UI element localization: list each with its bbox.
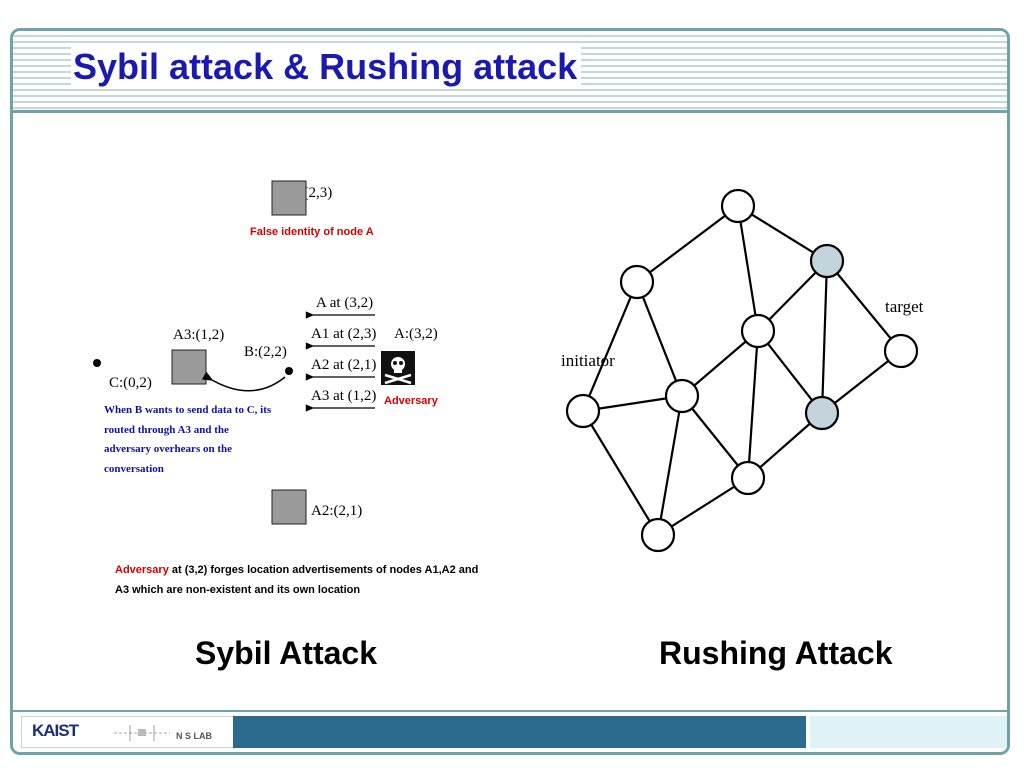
advert-4-label: A3 at (1,2) [311, 388, 376, 404]
route-note-line: When B wants to send data to C, its [104, 404, 272, 416]
lab-logo: N S LAB [114, 725, 213, 741]
footer-logos: KAIST N S LAB [21, 716, 235, 748]
slide-frame: Sybil attack & Rushing attack A1:(2,3) F… [10, 28, 1010, 755]
graph-node-initiator [565, 393, 601, 429]
graph-edge [582, 410, 659, 536]
node-c-label: C:(0,2) [109, 375, 152, 391]
target-label: target [885, 297, 924, 316]
forgery-note-highlight: Adversary [115, 564, 170, 576]
adversary-label: Adversary [384, 395, 439, 407]
graph-edge [656, 395, 684, 536]
route-note: When B wants to send data to C, its rout… [104, 404, 272, 475]
node-c [93, 359, 101, 367]
graph-node [730, 460, 766, 496]
graph-edge [826, 260, 902, 352]
route-note-line: routed through A3 and the [104, 424, 229, 436]
graph-edge [635, 281, 684, 397]
rushing-diagram [565, 188, 919, 553]
graph-node-target [883, 333, 919, 369]
lab-logo-text: N S LAB [176, 731, 213, 741]
graph-edge [636, 205, 739, 283]
caption-rushing: Rushing Attack [659, 635, 893, 671]
graph-node-attacker [804, 395, 840, 431]
node-a2 [271, 489, 307, 525]
graph-edge [820, 260, 829, 414]
footer: KAIST N S LAB [13, 710, 1007, 752]
forgery-note-line2: A3 which are non-existent and its own lo… [115, 584, 360, 596]
slide-title: Sybil attack & Rushing attack [71, 47, 582, 87]
initiator-label: initiator [561, 351, 615, 370]
graph-node [664, 378, 700, 414]
advert-2-label: A1 at (2,3) [311, 326, 376, 342]
advert-3-label: A2 at (2,1) [311, 357, 376, 373]
title-band: Sybil attack & Rushing attack [13, 31, 1007, 113]
node-a3 [171, 349, 207, 385]
graph-node [640, 517, 676, 553]
node-a1 [271, 180, 307, 216]
footer-light-panel [810, 716, 1007, 748]
route-note-line: conversation [104, 463, 164, 475]
graph-edge [681, 395, 749, 479]
advert-1-label: A at (3,2) [316, 295, 373, 311]
caption-sybil: Sybil Attack [195, 635, 377, 671]
forgery-note-line1: Adversary at (3,2) forges location adver… [115, 564, 478, 576]
graph-edge [757, 330, 823, 414]
footer-bar [233, 716, 806, 748]
false-identity-label: False identity of node A [250, 226, 374, 238]
graph-edge [581, 281, 639, 412]
slide-content: A1:(2,3) False identity of node A A3:(1,… [13, 113, 1007, 719]
graph-node-attacker [809, 243, 845, 279]
node-a-label: A:(3,2) [394, 326, 438, 342]
node-b-label: B:(2,2) [244, 344, 287, 360]
route-note-line: adversary overhears on the [104, 443, 232, 455]
sybil-diagram: A1:(2,3) False identity of node A A3:(1,… [93, 180, 478, 596]
graph-node [720, 188, 756, 224]
node-a2-label: A2:(2,1) [311, 503, 362, 519]
kaist-logo: KAIST [32, 721, 79, 740]
node-a3-label: A3:(1,2) [173, 327, 224, 343]
graph-edge [746, 330, 760, 479]
node-b [285, 367, 293, 375]
graph-edge [737, 205, 828, 262]
forgery-note-rest: at (3,2) forges location advertisements … [169, 564, 479, 576]
route-arrow-b-to-a3 [201, 371, 286, 392]
diagram-canvas: A1:(2,3) False identity of node A A3:(1,… [93, 180, 924, 596]
graph-node [740, 313, 776, 349]
skull-icon [381, 351, 415, 385]
graph-edge [657, 477, 749, 536]
graph-node [619, 264, 655, 300]
graph-edge [736, 205, 760, 332]
